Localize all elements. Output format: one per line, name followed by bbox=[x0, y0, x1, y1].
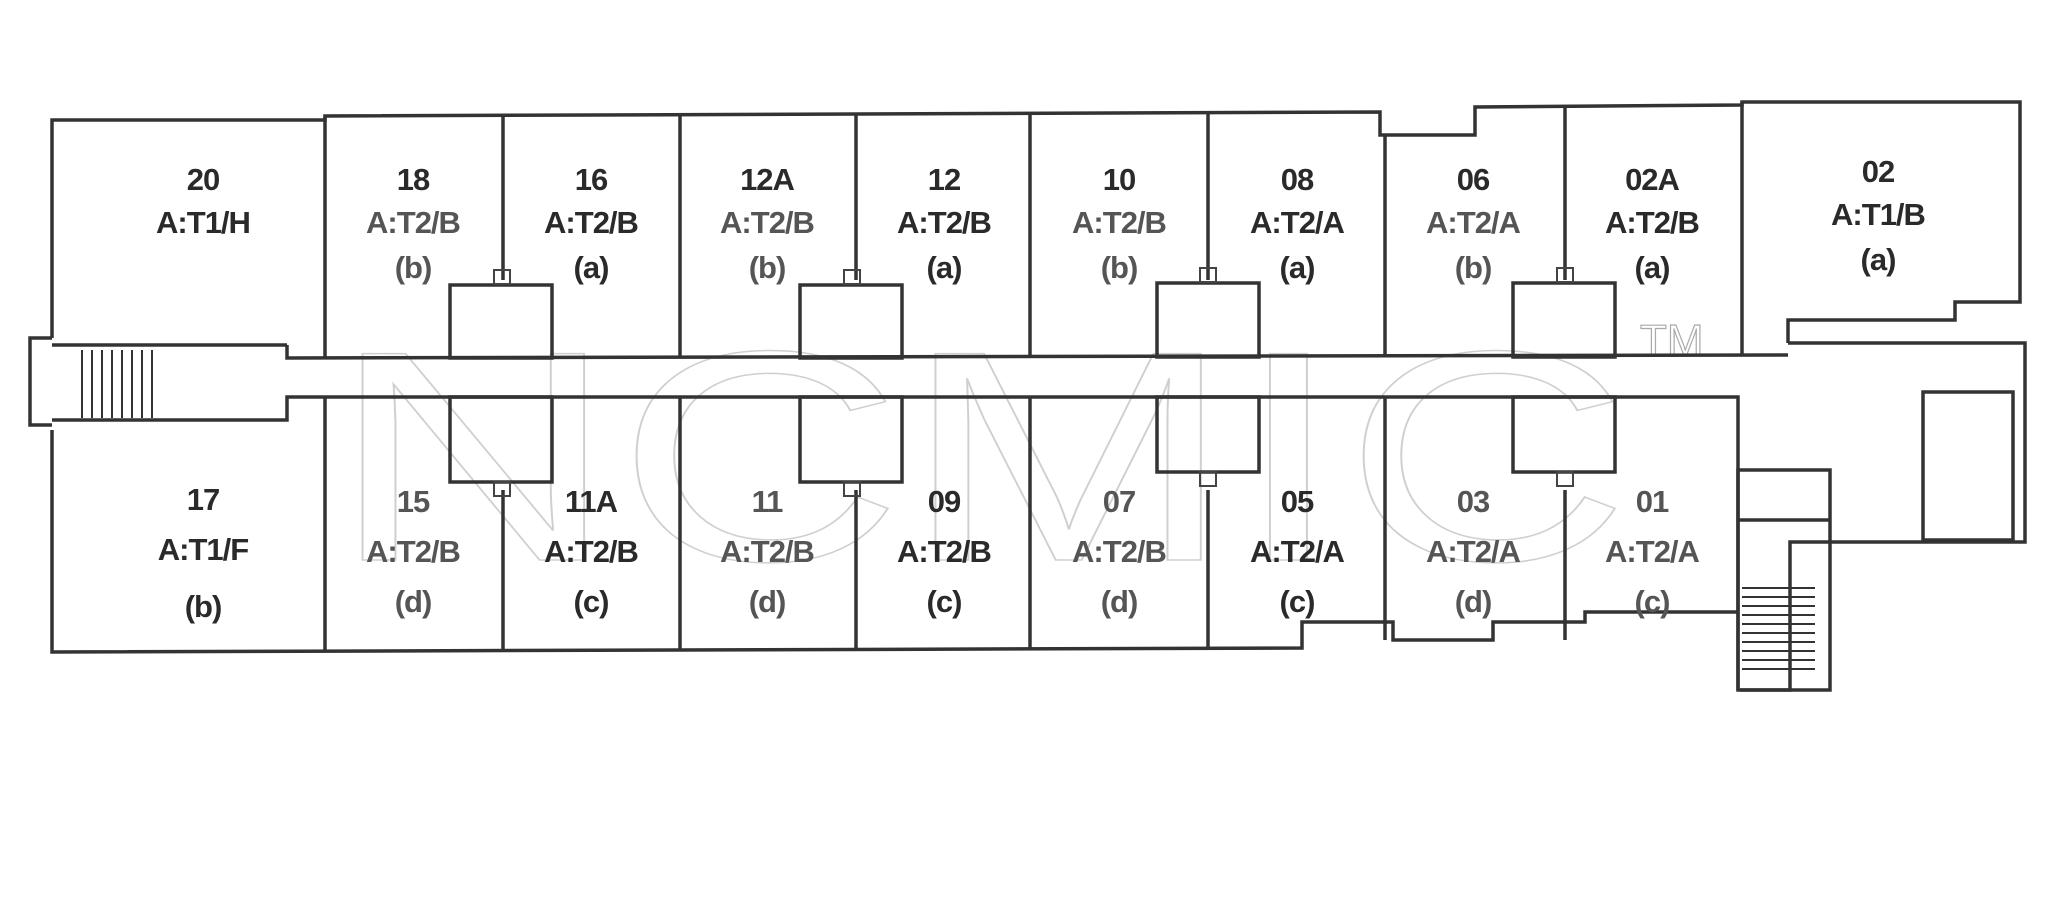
unit-variant: (a) bbox=[1635, 250, 1670, 285]
unit-top-5: 10A:T2/B (b) bbox=[1072, 162, 1167, 285]
unit-number: 12A bbox=[740, 162, 794, 197]
watermark: NCMIC bbox=[330, 288, 1630, 624]
unit-top-8: 02A A:T2/B (a) bbox=[1605, 162, 1700, 285]
unit-bottom-0: 17A:T1/F (b) bbox=[158, 482, 250, 624]
unit-top-0: 20A:T1/H bbox=[156, 162, 251, 240]
unit-top-7: 06A:T2/A (b) bbox=[1426, 162, 1522, 285]
unit-number: 09 bbox=[928, 484, 961, 519]
unit-variant: (b) bbox=[1101, 250, 1138, 285]
unit-type: A:T2/B bbox=[897, 205, 991, 240]
unit-variant: (d) bbox=[1455, 584, 1492, 619]
stair-hatching bbox=[81, 350, 1815, 670]
unit-type: A:T2/B bbox=[544, 534, 638, 569]
unit-type: A:T2/B bbox=[720, 205, 814, 240]
unit-type: A:T1/F bbox=[158, 532, 249, 567]
unit-variant: (d) bbox=[1101, 584, 1138, 619]
unit-variant: (a) bbox=[927, 250, 962, 285]
unit-number: 18 bbox=[397, 162, 430, 197]
unit-bottom-8: 01A:T2/A (c) bbox=[1605, 484, 1701, 619]
unit-variant: (b) bbox=[749, 250, 786, 285]
unit-type: A:T1/B bbox=[1831, 197, 1925, 232]
unit-number: 01 bbox=[1636, 484, 1669, 519]
unit-number: 17 bbox=[187, 482, 219, 517]
unit-variant: (d) bbox=[749, 584, 786, 619]
unit-type: A:T2/B bbox=[1072, 534, 1166, 569]
walls bbox=[28, 100, 2027, 692]
unit-type: A:T2/A bbox=[1250, 534, 1345, 569]
unit-variant: (c) bbox=[927, 584, 962, 619]
unit-type: A:T2/B bbox=[897, 534, 991, 569]
unit-bottom-2: 11A A:T2/B (c) bbox=[544, 484, 639, 619]
unit-variant: (a) bbox=[574, 250, 609, 285]
unit-bottom-5: 07A:T2/B (d) bbox=[1072, 484, 1167, 619]
unit-top-4: 12A:T2/B (a) bbox=[897, 162, 992, 285]
unit-variant: (b) bbox=[395, 250, 432, 285]
unit-bottom-6: 05A:T2/A (c) bbox=[1250, 484, 1346, 619]
unit-type: A:T2/A bbox=[1426, 205, 1521, 240]
unit-number: 07 bbox=[1103, 484, 1135, 519]
unit-variant: (a) bbox=[1280, 250, 1315, 285]
unit-bottom-7: 03A:T2/A (d) bbox=[1426, 484, 1522, 619]
unit-variant: (d) bbox=[395, 584, 432, 619]
unit-variant: (a) bbox=[1861, 242, 1896, 277]
unit-top-9: 02A:T1/B (a) bbox=[1831, 154, 1926, 277]
unit-number: 06 bbox=[1457, 162, 1490, 197]
unit-bottom-1: 15A:T2/B (d) bbox=[366, 484, 461, 619]
unit-top-3: 12A A:T2/B (b) bbox=[720, 162, 815, 285]
unit-type: A:T2/B bbox=[544, 205, 638, 240]
unit-number: 02A bbox=[1625, 162, 1679, 197]
unit-number: 20 bbox=[187, 162, 219, 197]
unit-type: A:T2/B bbox=[366, 534, 460, 569]
unit-number: 16 bbox=[575, 162, 608, 197]
unit-top-6: 08A:T2/A (a) bbox=[1250, 162, 1346, 285]
unit-type: A:T1/H bbox=[156, 205, 250, 240]
watermark-tm: TM bbox=[1640, 316, 1704, 365]
unit-number: 11A bbox=[565, 484, 618, 519]
unit-number: 05 bbox=[1281, 484, 1314, 519]
unit-number: 15 bbox=[397, 484, 430, 519]
unit-number: 10 bbox=[1103, 162, 1135, 197]
unit-variant: (b) bbox=[1455, 250, 1492, 285]
shafts bbox=[448, 267, 1617, 497]
unit-type: A:T2/A bbox=[1426, 534, 1521, 569]
unit-type: A:T2/A bbox=[1250, 205, 1345, 240]
unit-number: 11 bbox=[752, 484, 784, 519]
unit-number: 08 bbox=[1281, 162, 1314, 197]
unit-type: A:T2/B bbox=[366, 205, 460, 240]
unit-labels: 20A:T1/H 18A:T2/B (b) 16A:T2/B (a) 12A A:T2/B (… bbox=[156, 154, 1926, 624]
unit-variant: (c) bbox=[1635, 584, 1670, 619]
unit-bottom-3: 11A:T2/B (d) bbox=[720, 484, 815, 619]
unit-number: 12 bbox=[928, 162, 960, 197]
unit-variant: (b) bbox=[185, 589, 222, 624]
unit-bottom-4: 09A:T2/B (c) bbox=[897, 484, 992, 619]
unit-number: 02 bbox=[1862, 154, 1894, 189]
unit-variant: (c) bbox=[574, 584, 609, 619]
unit-top-1: 18A:T2/B (b) bbox=[366, 162, 461, 285]
unit-type: A:T2/A bbox=[1605, 534, 1700, 569]
unit-top-2: 16A:T2/B (a) bbox=[544, 162, 639, 285]
unit-variant: (c) bbox=[1280, 584, 1315, 619]
unit-type: A:T2/B bbox=[720, 534, 814, 569]
unit-type: A:T2/B bbox=[1072, 205, 1166, 240]
unit-type: A:T2/B bbox=[1605, 205, 1699, 240]
unit-number: 03 bbox=[1457, 484, 1490, 519]
